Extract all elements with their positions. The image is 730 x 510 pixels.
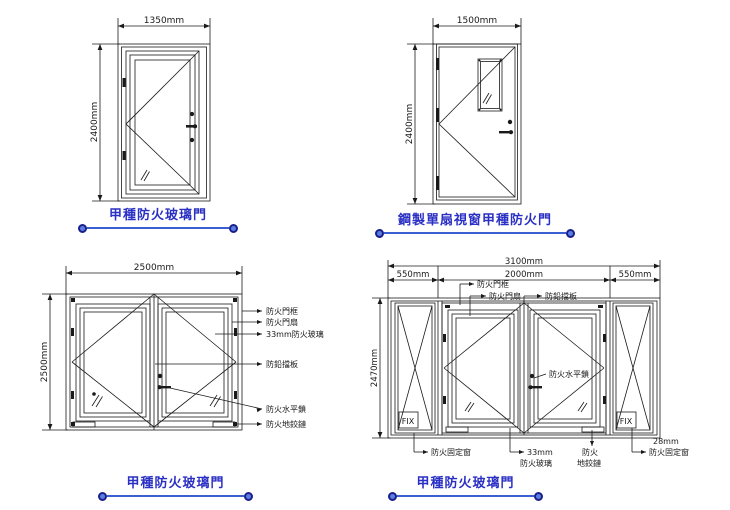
title-text: 甲種防火玻璃門 [126, 476, 225, 491]
dim-total-width-label: 3100mm [505, 257, 543, 267]
fix-panel-label-left: FIX [402, 417, 415, 426]
rule-dot-right [229, 223, 238, 233]
rule-line [87, 227, 229, 229]
drawing-single-glass-fire-door: 1350mm 2400mm [60, 4, 360, 252]
rule-dot-left [78, 223, 87, 233]
title-block-double-leaf-with-fixed-side-lights: 甲種防火玻璃門 [388, 476, 543, 501]
callout-glass: 33mm防火玻璃 [266, 329, 324, 339]
rule-dot-right [244, 491, 253, 501]
dim-right-panel-label: 550mm [619, 270, 652, 280]
drawing-double-leaf-glass-fire-door: 2500mm 2500mm 防火門框 防火門扇 33mm防火玻璃 防鉛擋板 防火… [10, 258, 355, 473]
callout-fixed-right-name: 防火固定窗 [649, 447, 689, 457]
title-block-double-leaf-glass-fire-door: 甲種防火玻璃門 [98, 476, 253, 501]
rule-line [384, 232, 566, 234]
callout-plate: 防鉛擋板 [266, 359, 298, 369]
title-rule [98, 491, 253, 501]
rule-dot-right [534, 491, 543, 501]
callout-lock: 防火水平鎖 [266, 404, 306, 414]
callout-glass-name: 防火玻璃 [520, 458, 552, 468]
double-leaf-glass-fire-door-svg: 2500mm 2500mm 防火門框 防火門扇 33mm防火玻璃 防鉛擋板 防火… [40, 263, 324, 431]
title-rule [388, 491, 543, 501]
dim-height-label: 2470mm [370, 349, 380, 387]
dim-width-label: 1350mm [144, 16, 184, 26]
title-text: 甲種防火玻璃門 [108, 208, 207, 223]
steel-vision-panel-fire-door-svg: 1500mm 2400mm [405, 16, 522, 205]
double-leaf-with-fixed-side-lights-svg: 3100mm 550mm 2000mm 550mm 2470mm 防火門框 防火… [370, 257, 689, 468]
dim-height-label: 2400mm [405, 104, 415, 144]
callout-leaf: 防火門扇 [266, 317, 298, 327]
dim-width-label: 1500mm [457, 16, 497, 26]
rule-dot-left [98, 491, 107, 501]
dim-left-panel-label: 550mm [397, 270, 430, 280]
single-glass-fire-door-svg: 1350mm 2400mm [90, 16, 211, 202]
rule-dot-right [566, 228, 575, 238]
title-block-steel-vision-panel-fire-door: 鋼製單扇視窗甲種防火門 [375, 213, 575, 238]
callout-fixed-left: 防火固定窗 [431, 447, 471, 457]
title-rule [78, 223, 238, 233]
callout-frame: 防火門框 [266, 306, 298, 316]
dim-center-doors-label: 2000mm [505, 270, 543, 280]
callout-hinge-line2: 地鉸鏈 [577, 458, 601, 468]
dim-height-label: 2400mm [90, 102, 100, 142]
callout-hinge-line1: 防火 [582, 447, 598, 457]
callout-frame: 防火門框 [477, 279, 509, 289]
title-text: 甲種防火玻璃門 [416, 476, 515, 491]
drawing-double-leaf-with-fixed-side-lights: 3100mm 550mm 2000mm 550mm 2470mm 防火門框 防火… [370, 256, 725, 481]
title-block-single-glass-fire-door: 甲種防火玻璃門 [78, 208, 238, 233]
dim-width-label: 2500mm [134, 263, 174, 273]
fix-panel-label-right: FIX [620, 417, 633, 426]
callout-floor-hinge: 防火地鉸鏈 [266, 419, 306, 429]
callout-fixed-right-thickness: 28mm [653, 437, 679, 446]
drawing-steel-vision-panel-fire-door: 1500mm 2400mm [375, 4, 675, 252]
rule-dot-left [388, 491, 397, 501]
rule-line [107, 495, 244, 497]
callout-lock: 防火水平鎖 [549, 369, 589, 379]
rule-line [397, 495, 534, 497]
callout-glass-thickness: 33mm [527, 448, 553, 457]
dim-height-label: 2500mm [40, 342, 50, 382]
title-text: 鋼製單扇視窗甲種防火門 [397, 213, 552, 228]
rule-dot-left [375, 228, 384, 238]
title-rule [375, 228, 575, 238]
callout-plate: 防鉛擋板 [545, 291, 577, 301]
callout-leaf: 防火門扇 [489, 291, 521, 301]
